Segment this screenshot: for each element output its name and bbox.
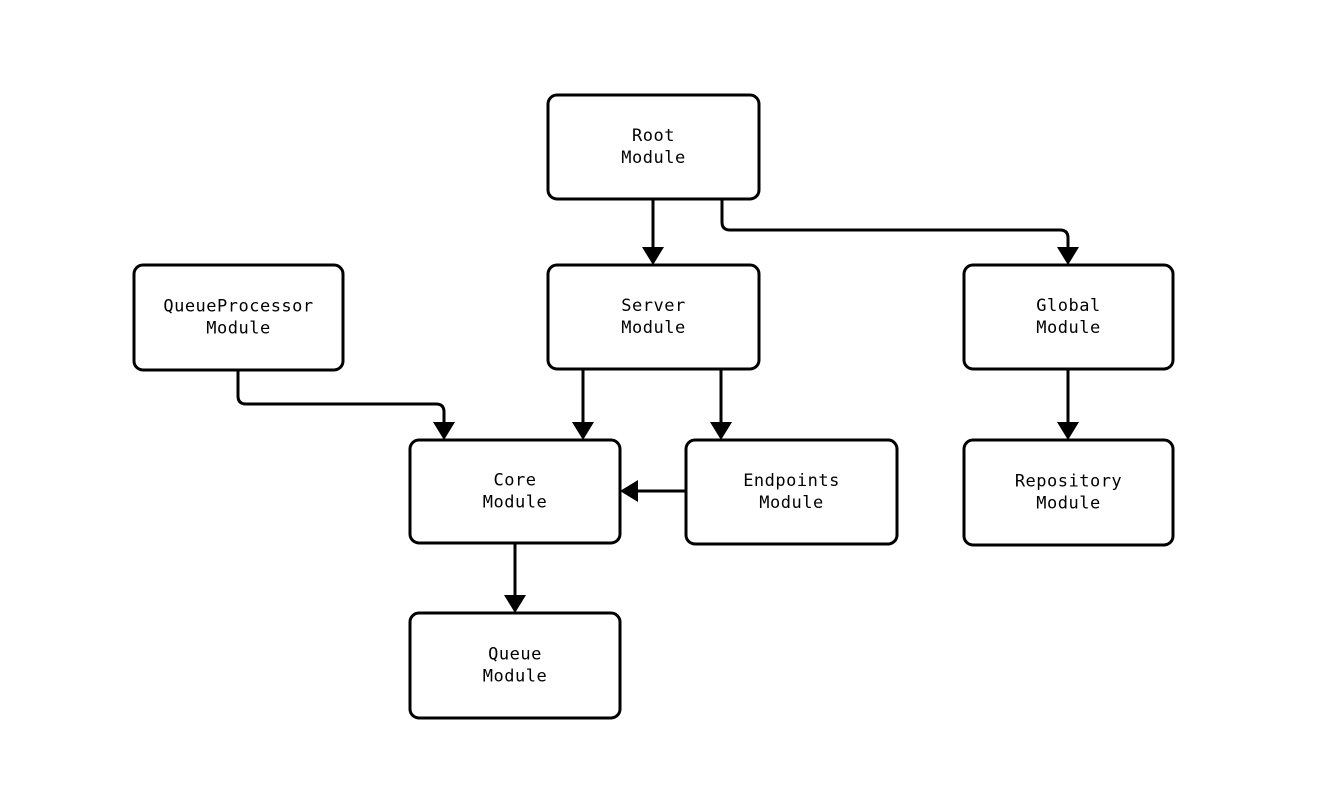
arrow-head-icon <box>620 480 638 502</box>
node-box-queue[interactable] <box>408 611 622 720</box>
arrow-head-icon <box>642 247 664 265</box>
nodes-layer: RootModuleQueueProcessorModuleServerModu… <box>132 93 1175 720</box>
node-box-endpoints[interactable] <box>684 438 899 546</box>
arrow-head-icon <box>1057 422 1079 440</box>
edge-endpoints-to-core <box>620 480 686 502</box>
node-label-line2-root: Module <box>621 148 685 168</box>
node-label-line1-queueprocessor: QueueProcessor <box>163 297 313 317</box>
edge-line <box>720 199 1070 248</box>
arrow-head-icon <box>572 422 594 440</box>
edges-layer <box>236 199 1079 613</box>
node-label-line2-endpoints: Module <box>759 493 823 513</box>
node-box-core[interactable] <box>408 438 622 545</box>
edge-server-to-core <box>572 369 594 440</box>
node-label-line2-repository: Module <box>1036 494 1100 514</box>
node-label-line2-core: Module <box>483 493 547 513</box>
node-label-line1-server: Server <box>621 296 685 316</box>
node-box-global[interactable] <box>962 263 1175 371</box>
node-label-line2-queueprocessor: Module <box>206 319 270 339</box>
arrow-head-icon <box>433 422 455 440</box>
node-label-line1-root: Root <box>632 126 675 146</box>
edge-line <box>236 370 446 423</box>
node-label-line1-queue: Queue <box>488 645 542 665</box>
node-label-line2-global: Module <box>1036 318 1100 338</box>
node-label-line1-core: Core <box>494 471 537 491</box>
node-box-server[interactable] <box>546 263 761 371</box>
arrow-head-icon <box>504 595 526 613</box>
node-label-line2-server: Module <box>621 318 685 338</box>
node-label-line1-global: Global <box>1036 296 1100 316</box>
node-label-line2-queue: Module <box>483 667 547 687</box>
edge-root-to-server <box>642 199 664 265</box>
node-box-repository[interactable] <box>962 438 1175 547</box>
node-box-queueprocessor[interactable] <box>132 263 345 372</box>
arrow-head-icon <box>710 422 732 440</box>
edge-global-to-repository <box>1057 369 1079 440</box>
edge-queueprocessor-to-core <box>236 370 455 440</box>
edge-core-to-queue <box>504 543 526 613</box>
node-label-line1-endpoints: Endpoints <box>743 471 840 491</box>
arrow-head-icon <box>1057 247 1079 265</box>
node-box-root[interactable] <box>546 93 761 201</box>
node-label-line1-repository: Repository <box>1015 472 1122 492</box>
edge-server-to-endpoints <box>710 369 732 440</box>
edge-root-to-global <box>720 199 1079 265</box>
